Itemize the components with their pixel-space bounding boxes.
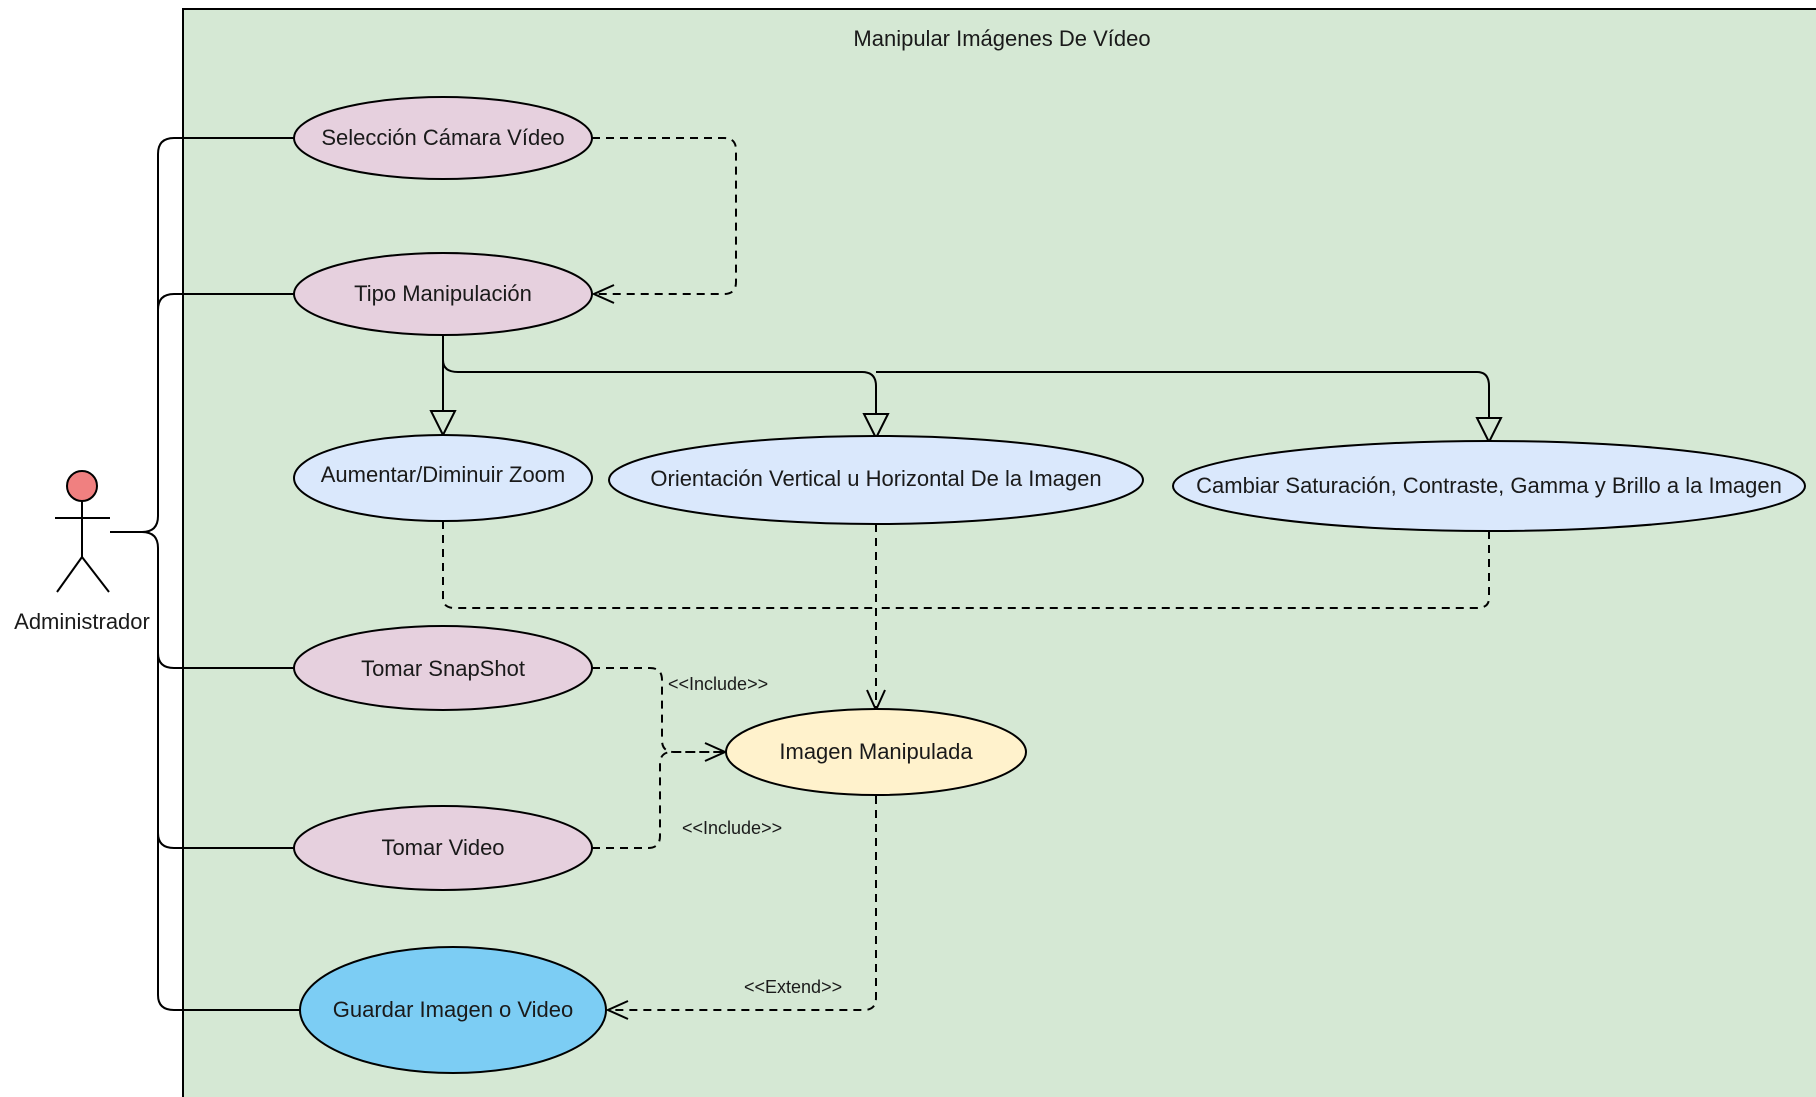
actor-left-leg — [56, 556, 83, 593]
system-title: Manipular Imágenes De Vídeo — [853, 26, 1150, 51]
system-boundary — [182, 8, 1816, 1097]
use-case-guardar[interactable]: Guardar Imagen o Video — [299, 946, 607, 1074]
actor-head — [66, 470, 98, 502]
use-case-video-label: Tomar Video — [381, 835, 504, 860]
use-case-tipo-shape — [293, 252, 593, 336]
extend-imagen-guardar — [608, 796, 877, 1010]
use-case-snapshot-label: Tomar SnapShot — [361, 656, 525, 681]
use-case-seleccion-shape — [293, 96, 593, 180]
gen-cambiar — [876, 371, 1489, 442]
use-case-seleccion[interactable]: Selección Cámara Vídeo — [293, 96, 593, 180]
use-case-tipo-label: Tipo Manipulación — [354, 281, 532, 306]
deps-to-imagen — [442, 521, 1490, 609]
use-case-zoom-label: Aumentar/Diminuir Zoom — [321, 462, 566, 487]
use-case-cambiar-shape — [1172, 440, 1806, 532]
use-case-snapshot[interactable]: Tomar SnapShot — [293, 625, 593, 711]
use-case-video-shape — [293, 805, 593, 891]
use-case-imagen-label: Imagen Manipulada — [779, 739, 973, 764]
use-case-orientacion-shape — [608, 435, 1144, 525]
use-case-tipo[interactable]: Tipo Manipulación — [293, 252, 593, 336]
include-video — [592, 751, 725, 849]
use-case-imagen-shape — [725, 708, 1027, 796]
gen-orientacion — [442, 359, 876, 438]
use-case-imagen[interactable]: Imagen Manipulada — [725, 708, 1027, 796]
use-case-guardar-label: Guardar Imagen o Video — [333, 997, 574, 1022]
include-snapshot — [592, 667, 725, 752]
use-case-video[interactable]: Tomar Video — [293, 805, 593, 891]
dep-cambiar-imagen — [876, 531, 1490, 609]
assoc-snapshot — [157, 652, 297, 669]
generalizations — [443, 335, 1489, 442]
assoc-lower — [141, 531, 300, 1011]
dep-seleccion-tipo — [592, 137, 737, 294]
use-case-snapshot-shape — [293, 625, 593, 711]
extend-label: <<Extend>> — [744, 977, 842, 997]
use-case-cambiar[interactable]: Cambiar Saturación, Contraste, Gamma y B… — [1172, 440, 1806, 532]
use-case-guardar-shape — [299, 946, 607, 1074]
use-case-orientacion-label: Orientación Vertical u Horizontal De la … — [650, 466, 1101, 491]
use-case-orientacion[interactable]: Orientación Vertical u Horizontal De la … — [608, 435, 1144, 525]
include-label-1: <<Include>> — [668, 674, 768, 694]
assoc-branch — [110, 137, 297, 533]
actor-name: Administrador — [14, 609, 150, 634]
actor-associations — [110, 137, 300, 1011]
use-case-zoom-shape — [293, 434, 593, 522]
use-case-seleccion-label: Selección Cámara Vídeo — [321, 125, 564, 150]
assoc-tipo — [157, 293, 297, 311]
actor-administrador[interactable]: Administrador — [14, 470, 150, 634]
use-case-cambiar-label: Cambiar Saturación, Contraste, Gamma y B… — [1196, 473, 1782, 498]
actor-right-leg — [81, 556, 110, 593]
include-label-2: <<Include>> — [682, 818, 782, 838]
dep-zoom-imagen — [442, 521, 876, 609]
use-case-zoom[interactable]: Aumentar/Diminuir Zoom — [293, 434, 593, 522]
assoc-video — [157, 832, 297, 849]
